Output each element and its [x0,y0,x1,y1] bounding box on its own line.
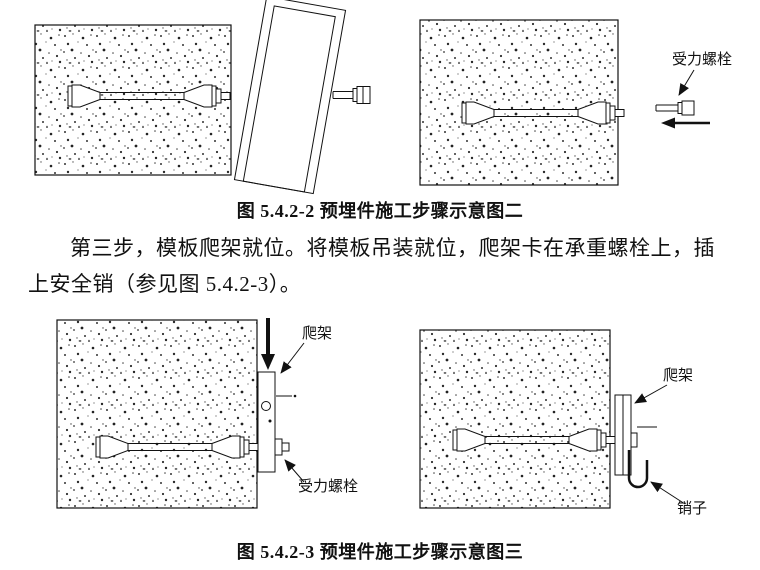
paragraph-line: 上安全销（参见图 5.4.2-3）。 [28,272,302,296]
climbing-frame-label: 爬架 [302,325,332,342]
figure2-panel-left [34,0,371,195]
leader-line [678,69,695,96]
formwork-panel [233,0,347,195]
paragraph-line: 第三步，模板爬架就位。将模板吊装就位，爬架卡在承重螺栓上，插 [70,236,715,260]
insert-direction-arrow [661,117,710,129]
figure2-caption: 图 5.4.2-2 预埋件施工步骤示意图二 [236,201,524,221]
detail-dot [293,394,297,398]
safety-pin-hook [627,450,649,489]
figure2-panel-right: 受力螺栓 [419,19,732,186]
bolt-nut [274,438,283,456]
load-bolt-label: 受力螺栓 [672,51,732,68]
pin-label: 销子 [677,500,707,517]
detail-dot [268,419,272,423]
concrete-wall [419,19,619,186]
figure3-panel-left: 爬架 受力螺栓 [56,318,358,509]
bolt-icon [332,86,371,104]
leader-line [280,342,305,374]
body-paragraph: 第三步，模板爬架就位。将模板吊装就位，爬架卡在承重螺栓上，插 上安全销（参见图 … [28,230,746,302]
bolt-nut [630,432,638,448]
load-bolt-label: 受力螺栓 [298,478,358,495]
figure3-panel-right: 爬架 销子 [419,329,707,517]
concrete-wall [419,329,611,509]
figure3-caption: 图 5.4.2-3 预埋件施工步骤示意图三 [236,542,524,562]
bolt-stub [281,442,290,452]
bolt-icon [655,100,695,116]
concrete-wall [56,319,258,509]
pin-hole [261,401,271,411]
climbing-frame-plate [257,371,276,473]
down-direction-arrow [261,318,275,370]
leader-line [634,384,668,404]
leader-line [284,459,305,483]
climbing-frame-label: 爬架 [663,367,693,384]
leader-line [650,481,686,505]
